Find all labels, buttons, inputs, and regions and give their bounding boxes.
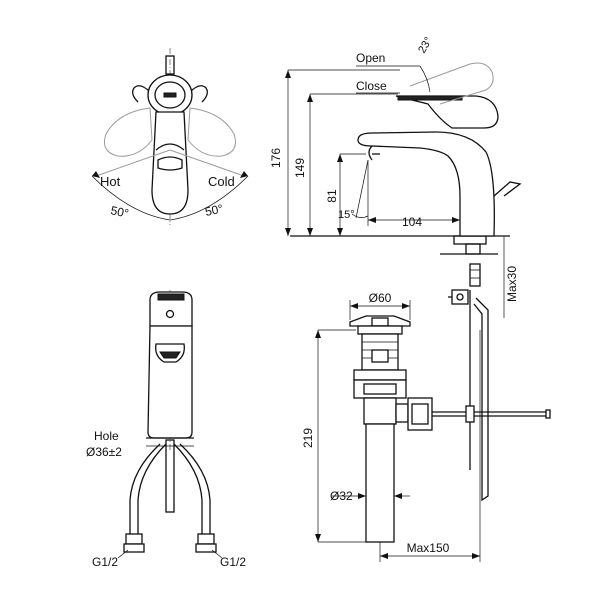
ghost-handle-right [187,107,236,157]
dim-32-label: Ø32 [330,489,353,503]
thread-left-label: G1/2 [92,555,118,569]
waste-plug [349,315,411,327]
arrowhead-right [240,171,248,178]
open-angle-label: 23° [416,35,435,55]
handle-grip-detail [157,156,183,171]
dim-176-label: 176 [269,148,283,168]
waste-view: Ø60 Ø32 219 [301,289,551,562]
ghost-handle-left [104,107,153,157]
angle-arc-right [169,175,249,221]
front-spout [155,343,185,363]
hub-indicator [163,92,177,98]
close-label: Close [356,79,387,93]
handle-grip-line [155,143,185,151]
nut-right [197,533,215,545]
waste-tee [363,397,397,425]
body-wing-right [189,85,208,103]
open-label: Open [356,51,385,65]
hose-right-inner [173,443,203,540]
tail-pipe [365,423,395,543]
faucet-body [357,131,495,237]
top-view: Hot Cold 50° 50° [91,48,249,225]
main-handle [151,111,189,215]
waste-flange [357,325,403,335]
hose-left-outer [129,443,161,540]
side-view: 176 149 81 104 15° Open Close 23° Max30 [269,35,522,318]
under-shank [465,243,481,255]
thread-right-label: G1/2 [220,555,246,569]
waste-locknut [353,369,407,381]
spout-tip [368,145,373,161]
mount-rod [165,439,175,513]
base-collar [453,235,487,245]
arrowhead-left [92,171,100,178]
hose-left-inner [137,443,167,540]
open-ghost-handle [409,62,494,105]
angle-arc-left [91,175,171,221]
hot-cold-indicator [165,309,175,319]
front-body [147,325,193,439]
hot-label: Hot [100,174,121,189]
angle-left-label: 50° [109,203,130,221]
side-handle [395,95,499,129]
dim-60-label: Ø60 [369,291,392,305]
handle-hub-inner [154,81,186,109]
dim-max150-label: Max150 [407,541,450,555]
lift-strap [473,297,489,502]
body-wing-left [132,85,151,103]
open-angle-arc [419,65,431,93]
hole-label: Hole [94,429,119,443]
dim-81-label: 81 [325,189,339,203]
top-stem [165,55,175,75]
dim-149-label: 149 [293,158,307,178]
shank-rod [469,263,481,287]
spout-angle-label: 15° [338,209,355,221]
angle-ray-right [169,149,245,177]
side-handle-top [397,95,463,101]
angle-ray-left [95,149,171,177]
front-view: Hole Ø36±2 G1/2 G1/2 [86,290,246,569]
rear-pop-lever [493,181,522,197]
waste-nut-lower [353,379,407,399]
hole-dia-label: Ø36±2 [86,445,122,459]
dim-max30-label: Max30 [505,266,519,302]
cold-label: Cold [208,174,235,189]
hose-right-outer [179,443,211,540]
dim-104-label: 104 [402,215,422,229]
nut-left [125,533,143,545]
angle-right-label: 50° [204,201,225,219]
dim-219-label: 219 [301,428,315,448]
